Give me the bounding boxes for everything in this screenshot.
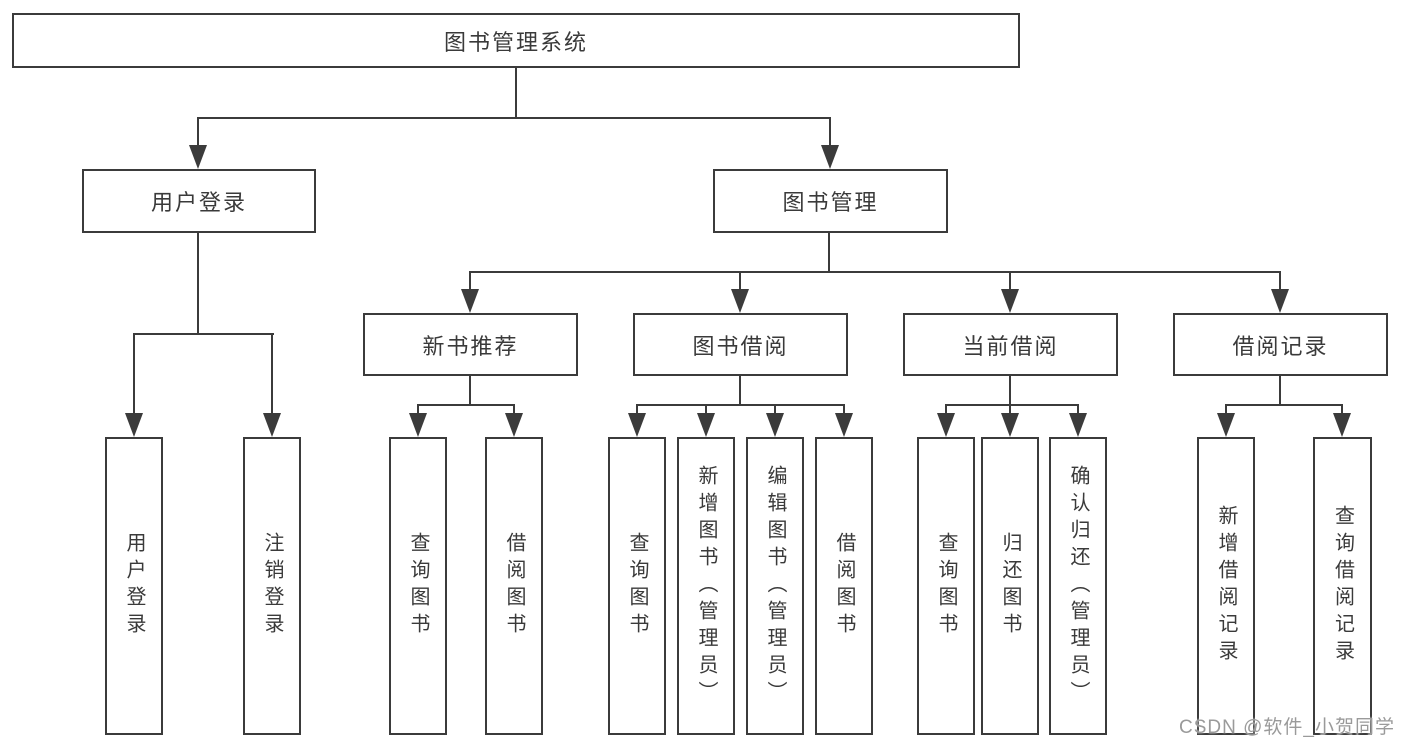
- connector-segment: [843, 405, 845, 417]
- connector-segment: [705, 405, 707, 417]
- connector-segment: [1009, 376, 1011, 406]
- node-leaf-query-book-1: 查询图书: [389, 437, 447, 735]
- connector-segment: [1279, 272, 1281, 292]
- arrowhead-down-icon: [835, 413, 853, 437]
- node-leaf-query-record: 查询借阅记录: [1313, 437, 1372, 735]
- arrowhead-down-icon: [409, 413, 427, 437]
- connector-segment: [636, 405, 638, 417]
- arrowhead-down-icon: [697, 413, 715, 437]
- connector-segment: [739, 272, 741, 292]
- connector-segment: [197, 232, 199, 335]
- node-leaf-query-book-2: 查询图书: [608, 437, 666, 735]
- node-leaf-query-book-3: 查询图书: [917, 437, 975, 735]
- node-leaf-return-book: 归还图书: [981, 437, 1039, 735]
- connector-segment: [829, 118, 831, 148]
- connector-segment: [945, 404, 1079, 406]
- connector-segment: [197, 118, 199, 148]
- connector-segment: [417, 405, 419, 417]
- node-leaf-borrow-book-2: 借阅图书: [815, 437, 873, 735]
- node-leaf-user-login: 用户登录: [105, 437, 163, 735]
- connector-segment: [513, 405, 515, 417]
- arrowhead-down-icon: [1001, 289, 1019, 313]
- arrowhead-down-icon: [937, 413, 955, 437]
- connector-segment: [1009, 272, 1011, 292]
- connector-segment: [774, 405, 776, 417]
- connector-segment: [1225, 404, 1343, 406]
- arrowhead-down-icon: [125, 413, 143, 437]
- node-leaf-confirm-return: 确认归还（管理员）: [1049, 437, 1107, 735]
- arrowhead-down-icon: [628, 413, 646, 437]
- connector-segment: [197, 117, 831, 119]
- connector-segment: [636, 404, 845, 406]
- node-leaf-logout: 注销登录: [243, 437, 301, 735]
- connector-segment: [1225, 405, 1227, 417]
- node-borrow-record: 借阅记录: [1173, 313, 1388, 376]
- connector-segment: [469, 376, 471, 406]
- connector-segment: [1077, 405, 1079, 417]
- csdn-watermark: CSDN @软件_小贺同学: [1179, 717, 1395, 738]
- node-book-mgmt: 图书管理: [713, 169, 948, 233]
- connector-segment: [1341, 405, 1343, 417]
- node-leaf-edit-book: 编辑图书（管理员）: [746, 437, 804, 735]
- connector-segment: [1009, 405, 1011, 417]
- node-leaf-add-record: 新增借阅记录: [1197, 437, 1255, 735]
- connector-segment: [133, 333, 274, 335]
- arrowhead-down-icon: [263, 413, 281, 437]
- connector-segment: [469, 272, 471, 292]
- connector-segment: [945, 405, 947, 417]
- connector-segment: [1279, 376, 1281, 406]
- arrowhead-down-icon: [505, 413, 523, 437]
- connector-segment: [469, 271, 1281, 273]
- arrowhead-down-icon: [1333, 413, 1351, 437]
- arrowhead-down-icon: [821, 145, 839, 169]
- connector-segment: [739, 376, 741, 406]
- node-root: 图书管理系统: [12, 13, 1020, 68]
- arrowhead-down-icon: [1069, 413, 1087, 437]
- connector-segment: [133, 334, 135, 416]
- node-current-borrow: 当前借阅: [903, 313, 1118, 376]
- arrowhead-down-icon: [1217, 413, 1235, 437]
- arrowhead-down-icon: [1271, 289, 1289, 313]
- connector-segment: [828, 232, 830, 273]
- arrowhead-down-icon: [731, 289, 749, 313]
- arrowhead-down-icon: [1001, 413, 1019, 437]
- node-leaf-add-book: 新增图书（管理员）: [677, 437, 735, 735]
- node-user-login: 用户登录: [82, 169, 316, 233]
- connector-segment: [271, 334, 273, 416]
- arrowhead-down-icon: [461, 289, 479, 313]
- node-book-borrow: 图书借阅: [633, 313, 848, 376]
- node-new-book-rec: 新书推荐: [363, 313, 578, 376]
- connector-segment: [417, 404, 515, 406]
- arrowhead-down-icon: [189, 145, 207, 169]
- arrowhead-down-icon: [766, 413, 784, 437]
- connector-segment: [515, 68, 517, 119]
- node-leaf-borrow-book-1: 借阅图书: [485, 437, 543, 735]
